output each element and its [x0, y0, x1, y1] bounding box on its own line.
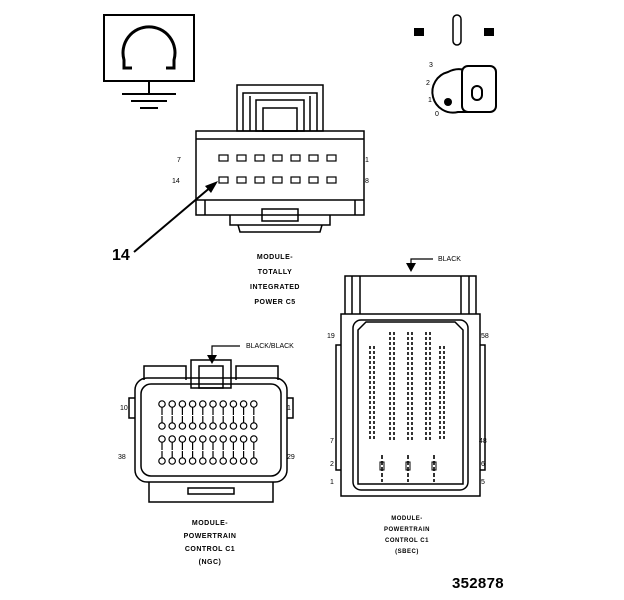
sbec-large-terminal — [379, 455, 385, 482]
ngc-terminal — [229, 435, 238, 465]
ignition-position-1: 1 — [428, 97, 432, 104]
ngc-terminal — [188, 435, 197, 465]
ignition-position-0: 0 — [435, 111, 439, 118]
ngc-caption-line-4: (NGC) — [199, 559, 222, 566]
ngc-pin-38-label: 38 — [118, 454, 126, 461]
ngc-terminal — [219, 400, 228, 430]
sbec-large-terminal — [405, 455, 411, 482]
sbec-terminal-column — [439, 346, 445, 440]
connector-c1-ngc — [128, 359, 294, 503]
c5-cavity — [254, 154, 265, 162]
ngc-terminal — [239, 435, 248, 465]
ngc-terminal — [158, 400, 166, 430]
c5-pin-1-label: 1 — [365, 157, 369, 164]
ngc-terminal — [239, 400, 248, 430]
c5-cavity — [290, 176, 301, 184]
sbec-terminal-column — [407, 332, 413, 440]
ngc-terminal — [250, 400, 258, 430]
ignition-position-3: 3 — [429, 62, 433, 69]
sbec-caption-line-2: POWERTRAIN — [384, 527, 430, 533]
connector-c5-cavities — [218, 154, 337, 184]
sbec-pin-5-label: 5 — [481, 479, 485, 486]
sbec-caption-line-4: (SBEC) — [395, 549, 419, 555]
c5-cavity — [326, 176, 337, 184]
ngc-terminal — [199, 435, 207, 465]
sbec-caption-line-1: MODULE- — [391, 516, 423, 522]
ngc-caption-line-2: POWERTRAIN — [184, 533, 237, 540]
connector-c1-sbec-terminals — [369, 332, 445, 482]
ground-symbol-icon — [103, 14, 195, 109]
sbec-pin-58-label: 58 — [481, 333, 489, 340]
sbec-pin-1-label: 1 — [330, 479, 334, 486]
c5-pin-7-label: 7 — [177, 157, 181, 164]
callout-arrow — [133, 181, 218, 253]
ngc-terminal — [178, 400, 187, 430]
c5-cavity — [272, 154, 283, 162]
ngc-terminal — [209, 435, 217, 465]
ngc-terminal — [229, 400, 238, 430]
c5-cavity — [218, 154, 229, 162]
c5-cavity — [254, 176, 265, 184]
c5-caption-line-1: MODULE- — [257, 254, 293, 261]
c1-ngc-color-label: BLACK/BLACK — [246, 343, 294, 350]
ngc-terminal — [178, 435, 187, 465]
c5-cavity — [236, 154, 247, 162]
sbec-pin-7-label: 7 — [330, 438, 334, 445]
ngc-caption-line-3: CONTROL C1 — [185, 546, 235, 553]
c5-cavity — [236, 176, 247, 184]
c5-caption-line-4: POWER C5 — [254, 299, 295, 306]
sbec-large-terminal — [431, 455, 437, 482]
figure-number: 352878 — [452, 575, 504, 592]
sbec-pin-48-label: 48 — [479, 438, 487, 445]
c1-sbec-color-label: BLACK — [438, 256, 461, 263]
sbec-terminal-column — [369, 346, 375, 440]
sbec-terminal-column — [425, 332, 431, 440]
c5-cavity — [308, 176, 319, 184]
ngc-terminal — [250, 435, 258, 465]
sbec-caption-line-3: CONTROL C1 — [385, 538, 429, 544]
ngc-pin-1-label: 1 — [287, 405, 291, 412]
ngc-pin-29-label: 29 — [287, 454, 295, 461]
ngc-terminal — [199, 400, 207, 430]
c5-cavity — [290, 154, 301, 162]
ngc-terminal — [209, 400, 217, 430]
connector-c5 — [195, 84, 365, 233]
c5-cavity — [308, 154, 319, 162]
sbec-pin-6-label: 6 — [481, 461, 485, 468]
sbec-pin-2-label: 2 — [330, 461, 334, 468]
sbec-terminal-column — [389, 332, 395, 440]
c5-cavity — [218, 176, 229, 184]
ngc-terminal — [168, 400, 177, 430]
connector-c1-sbec-color-leader — [406, 258, 433, 272]
connector-c1-sbec — [335, 275, 486, 497]
c5-pin-14-label: 14 — [172, 178, 180, 185]
sbec-pin-19-label: 19 — [327, 333, 335, 340]
ngc-terminal — [219, 435, 228, 465]
c5-caption-line-3: INTEGRATED — [250, 284, 300, 291]
c5-caption-line-2: TOTALLY — [258, 269, 292, 276]
connector-c1-ngc-color-leader — [207, 345, 240, 364]
c5-cavity — [272, 176, 283, 184]
ngc-terminal — [158, 435, 166, 465]
ngc-pin-10-label: 10 — [120, 405, 128, 412]
ngc-caption-line-1: MODULE- — [192, 520, 228, 527]
callout-number: 14 — [112, 247, 130, 264]
c5-cavity — [326, 154, 337, 162]
connector-c1-ngc-terminals — [158, 400, 258, 465]
ignition-position-2: 2 — [426, 80, 430, 87]
ngc-terminal — [168, 435, 177, 465]
c5-pin-8-label: 8 — [365, 178, 369, 185]
ngc-terminal — [188, 400, 197, 430]
ignition-key-icon — [414, 14, 497, 114]
